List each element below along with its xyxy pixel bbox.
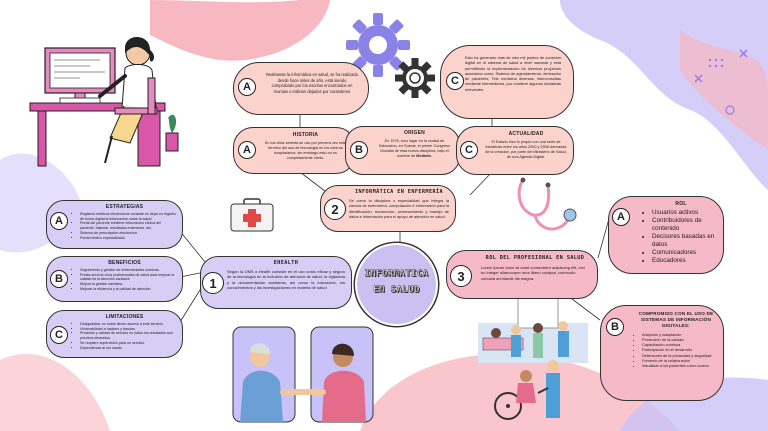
list-item: Contribuidores de contenido (652, 217, 717, 233)
list-item: Visualizar a los pacientes como socios. (642, 363, 717, 368)
beneficios-list: Seguimiento y gestión de enfermedades cr… (73, 268, 176, 292)
compromiso-list: Adopción y adaptación Promoción de la ca… (635, 332, 717, 369)
list-item: Capacitación continua (642, 342, 717, 347)
badge-3: 3 (450, 265, 472, 287)
compromiso-title: COMPROMISO CON EL USO DE SISTEMAS DE INF… (638, 311, 714, 329)
informatica-enfermeria-text: Se como la disciplina o especialidad que… (349, 198, 449, 219)
estrategias-list: Registros médicos electrónicos consiste … (73, 212, 176, 241)
estrategias-box: ESTRATEGIAS Registros médicos electrónic… (46, 200, 183, 249)
purple-blob-bottom-right (620, 377, 768, 431)
rol-title: ROL (675, 201, 687, 207)
historia-detail-text: Realmente la informática en salud, se ha… (266, 72, 358, 94)
origen-text-bold: Medinfo. (416, 154, 432, 159)
list-item: Portal del paciente contiene información… (80, 221, 176, 231)
badge-c-actualidad: C (460, 141, 478, 159)
list-item: Mejora la gestión sanitaria. (80, 282, 176, 287)
badge-c-top-right: C (446, 72, 464, 90)
historia-detail-box: Realmente la informática en salud, se ha… (233, 62, 369, 115)
origen-text: En 1976, tuvo lugar en la ciudad de Esto… (376, 139, 453, 160)
badge-b-origen: B (350, 141, 368, 159)
woman-computer-illustration (29, 36, 179, 167)
actualidad-title: ACTUALIDAD (508, 131, 544, 137)
pink-blob-bottom-left (0, 353, 110, 431)
badge-b-beneficios: B (50, 270, 68, 288)
list-item: Precisión y calidad de servicio no todos… (80, 331, 176, 341)
list-item: Mejorar la eficiencia y la calidad de at… (80, 287, 176, 292)
list-item: Sistema de prescripción electrónica (80, 231, 176, 236)
list-item: Registros médicos electrónicos consiste … (80, 212, 176, 222)
actualidad-detail-text: Esto ha generado más de cien mil puntos … (465, 55, 561, 92)
first-aid-kit-icon (230, 198, 274, 232)
gear-icon-purple (346, 13, 410, 77)
badge-2: 2 (324, 198, 346, 220)
rol-profesional-box: ROL DEL PROFESIONAL EN SALUD Lorem ipsum… (446, 250, 598, 299)
origen-text-main: En 1976, tuvo lugar en la ciudad de Esto… (378, 138, 451, 159)
list-item: Seguimiento y gestión de enfermedades cr… (80, 268, 176, 273)
badge-a-historia: A (238, 141, 256, 159)
list-item: Se requiere supervisión para un servicio… (80, 341, 176, 346)
informatica-enfermeria-title: INFORMÁTICA EN ENFERMERÍA (354, 189, 444, 195)
informatica-enfermeria-box: INFORMÁTICA EN ENFERMERÍA Se como la dis… (320, 185, 456, 232)
list-item: Fomento de la colaboración (642, 358, 717, 363)
historia-text: En los años setenta se usó por primera v… (264, 140, 347, 161)
limitaciones-title: LIMITACIONES (105, 314, 144, 320)
list-item: Vulnerabilidad a hackers y fraudes (80, 327, 176, 332)
actualidad-text: El Estado hizo lo propio con una serie d… (485, 139, 567, 160)
estrategias-title: ESTRATEGIAS (105, 204, 144, 210)
list-item: Adopción y adaptación (642, 332, 717, 337)
telemedicine-illustration (232, 326, 374, 423)
ehealth-box: EHEALTH Según la OMS e-Health consiste e… (200, 256, 352, 309)
badge-a-rol: A (612, 208, 630, 226)
stethoscope-icon (517, 177, 577, 231)
list-item: Comunicadores (652, 249, 717, 257)
limitaciones-list: Desigualdad, no todos tienen acceso a es… (73, 322, 176, 351)
badge-c-limitaciones: C (50, 326, 68, 344)
center-title-line1: INFORMATICA (364, 269, 429, 280)
badge-a-estrategias: A (50, 212, 68, 230)
badge-1: 1 (202, 272, 224, 294)
pink-blob-top (150, 0, 330, 61)
center-title-line2: EN SALUD (373, 285, 420, 296)
origen-box: ORIGEN En 1976, tuvo lugar en la ciudad … (345, 126, 460, 175)
ehealth-text: Según la OMS e-Health consiste en el uso… (227, 269, 345, 291)
list-item: Educadores (652, 257, 717, 265)
rol-list: Usuarios activos Contribuidores de conte… (645, 209, 717, 265)
pink-wave-right (680, 30, 768, 150)
list-item: Dependencia al ser usado. (80, 346, 176, 351)
beneficios-box: BENEFICIOS Seguimiento y gestión de enfe… (46, 256, 183, 302)
rol-profesional-text: Lorem ipsum dolor sit amet consectetur a… (481, 265, 585, 281)
list-item: Defensores de la privacidad y seguridad. (642, 353, 717, 358)
list-item: Presta servicio a los profesionales de s… (80, 273, 176, 283)
badge-b-compromiso: B (606, 318, 624, 336)
hospital-staff-illustration (478, 298, 588, 420)
beneficios-title: BENEFICIOS (108, 260, 141, 266)
badge-a-top-left: A (238, 78, 256, 96)
list-item: Participación en el desarrollo (642, 347, 717, 352)
list-item: Promoción de la calidad (642, 337, 717, 342)
limitaciones-box: LIMITACIONES Desigualdad, no todos tiene… (46, 310, 183, 358)
rol-profesional-title: ROL DEL PROFESIONAL EN SALUD (485, 255, 585, 261)
center-topic-circle: INFORMATICA EN SALUD (355, 243, 438, 326)
historia-title: HISTORIA (292, 132, 319, 138)
ehealth-title: EHEALTH (273, 260, 299, 266)
list-item: Desigualdad, no todos tienen acceso a es… (80, 322, 176, 327)
gear-icon-outline (395, 58, 435, 98)
rol-box: ROL Usuarios activos Contribuidores de c… (608, 196, 724, 274)
origen-title: ORIGEN (404, 130, 425, 136)
list-item: Usuarios activos (652, 209, 717, 217)
list-item: Portal médico especializado (80, 236, 176, 241)
list-item: Decisores basadas en datos (652, 233, 717, 249)
